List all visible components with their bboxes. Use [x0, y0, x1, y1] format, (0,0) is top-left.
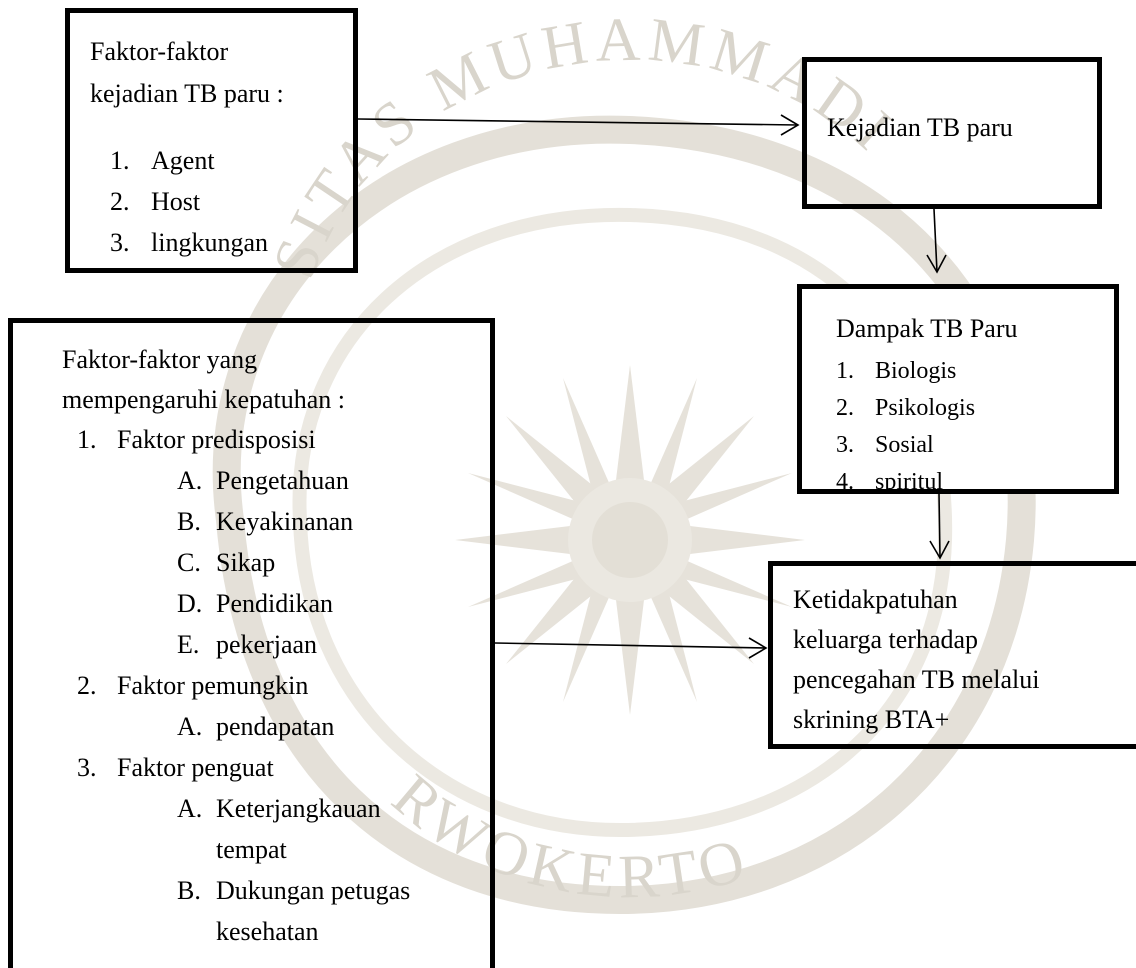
list-number: 3. [110, 228, 130, 257]
list-letter: A. [177, 794, 203, 823]
factors-occurrence-title-line2: kejadian TB paru : [90, 79, 284, 108]
list-number: 1. [110, 146, 130, 175]
list-number: 4. [836, 469, 854, 494]
list-letter: B. [177, 507, 201, 536]
list-letter: A. [177, 712, 203, 741]
impact-item-biologis: Biologis [875, 358, 957, 384]
factors-occurrence-title-line1: Faktor-faktor [90, 37, 229, 66]
list-letter: E. [177, 630, 200, 659]
compliance-factors-title-line2: mempengaruhi kepatuhan : [62, 385, 346, 414]
non-compliance-line4: skrining BTA+ [793, 705, 950, 734]
factor-predisposisi-label: Faktor predisposisi [117, 425, 316, 454]
arrow-factors-to-occurrence [357, 114, 800, 136]
sub-item-dukungan-petugas: Dukungan petugas [216, 876, 411, 905]
list-letter: C. [177, 548, 201, 577]
factor-pemungkin-label: Faktor pemungkin [117, 671, 309, 700]
sub-item-pengetahuan: Pengetahuan [216, 466, 349, 495]
tb-impact-title: Dampak TB Paru [836, 314, 1018, 343]
non-compliance-line2: keluarga terhadap [793, 625, 979, 654]
list-item-host: Host [151, 187, 201, 216]
list-number: 1. [77, 425, 97, 454]
arrow-compliance-to-noncompliance [494, 637, 768, 659]
factors-occurrence-box: Faktor-faktor kejadian TB paru : 1. Agen… [65, 8, 358, 273]
sub-item-sikap: Sikap [216, 548, 276, 577]
sun-emblem-icon [455, 365, 805, 715]
compliance-factors-title-line1: Faktor-faktor yang [62, 345, 258, 374]
list-number: 1. [836, 358, 854, 384]
list-letter: B. [177, 876, 201, 905]
list-number: 3. [836, 432, 854, 458]
list-item-agent: Agent [151, 146, 215, 175]
arrow-occurrence-to-impact [926, 208, 947, 274]
list-letter: D. [177, 589, 203, 618]
list-number: 2. [110, 187, 130, 216]
tb-impact-box: Dampak TB Paru 1. Biologis 2. Psikologis… [797, 284, 1119, 494]
factor-penguat-label: Faktor penguat [117, 753, 274, 782]
impact-item-psikologis: Psikologis [875, 395, 976, 421]
sub-item-pendapatan: pendapatan [216, 712, 335, 741]
sub-item-keterjangkauan: Keterjangkauan [216, 794, 381, 823]
sub-item-pendidikan: Pendidikan [216, 589, 333, 618]
tb-occurrence-box: Kejadian TB paru [802, 57, 1102, 209]
tb-occurrence-label: Kejadian TB paru [827, 113, 1013, 142]
list-letter: A. [177, 466, 203, 495]
list-number: 2. [836, 395, 854, 421]
arrow-impact-to-noncompliance [929, 493, 950, 560]
impact-item-sosial: Sosial [875, 432, 934, 458]
non-compliance-box: Ketidakpatuhan keluarga terhadap pencega… [768, 561, 1136, 749]
non-compliance-line3: pencegahan TB melalui [793, 665, 1040, 694]
sub-item-keterjangkauan-cont: tempat [216, 835, 287, 864]
list-item-lingkungan: lingkungan [151, 228, 268, 257]
sub-item-dukungan-petugas-cont: kesehatan [216, 917, 319, 946]
non-compliance-line1: Ketidakpatuhan [793, 585, 958, 614]
sub-item-pekerjaan: pekerjaan [216, 630, 318, 659]
compliance-factors-box: Faktor-faktor yang mempengaruhi kepatuha… [8, 318, 495, 968]
sub-item-keyakinanan: Keyakinanan [216, 507, 354, 536]
list-number: 2. [77, 671, 97, 700]
list-number: 3. [77, 753, 97, 782]
impact-item-spiritul: spiritul [875, 469, 944, 494]
